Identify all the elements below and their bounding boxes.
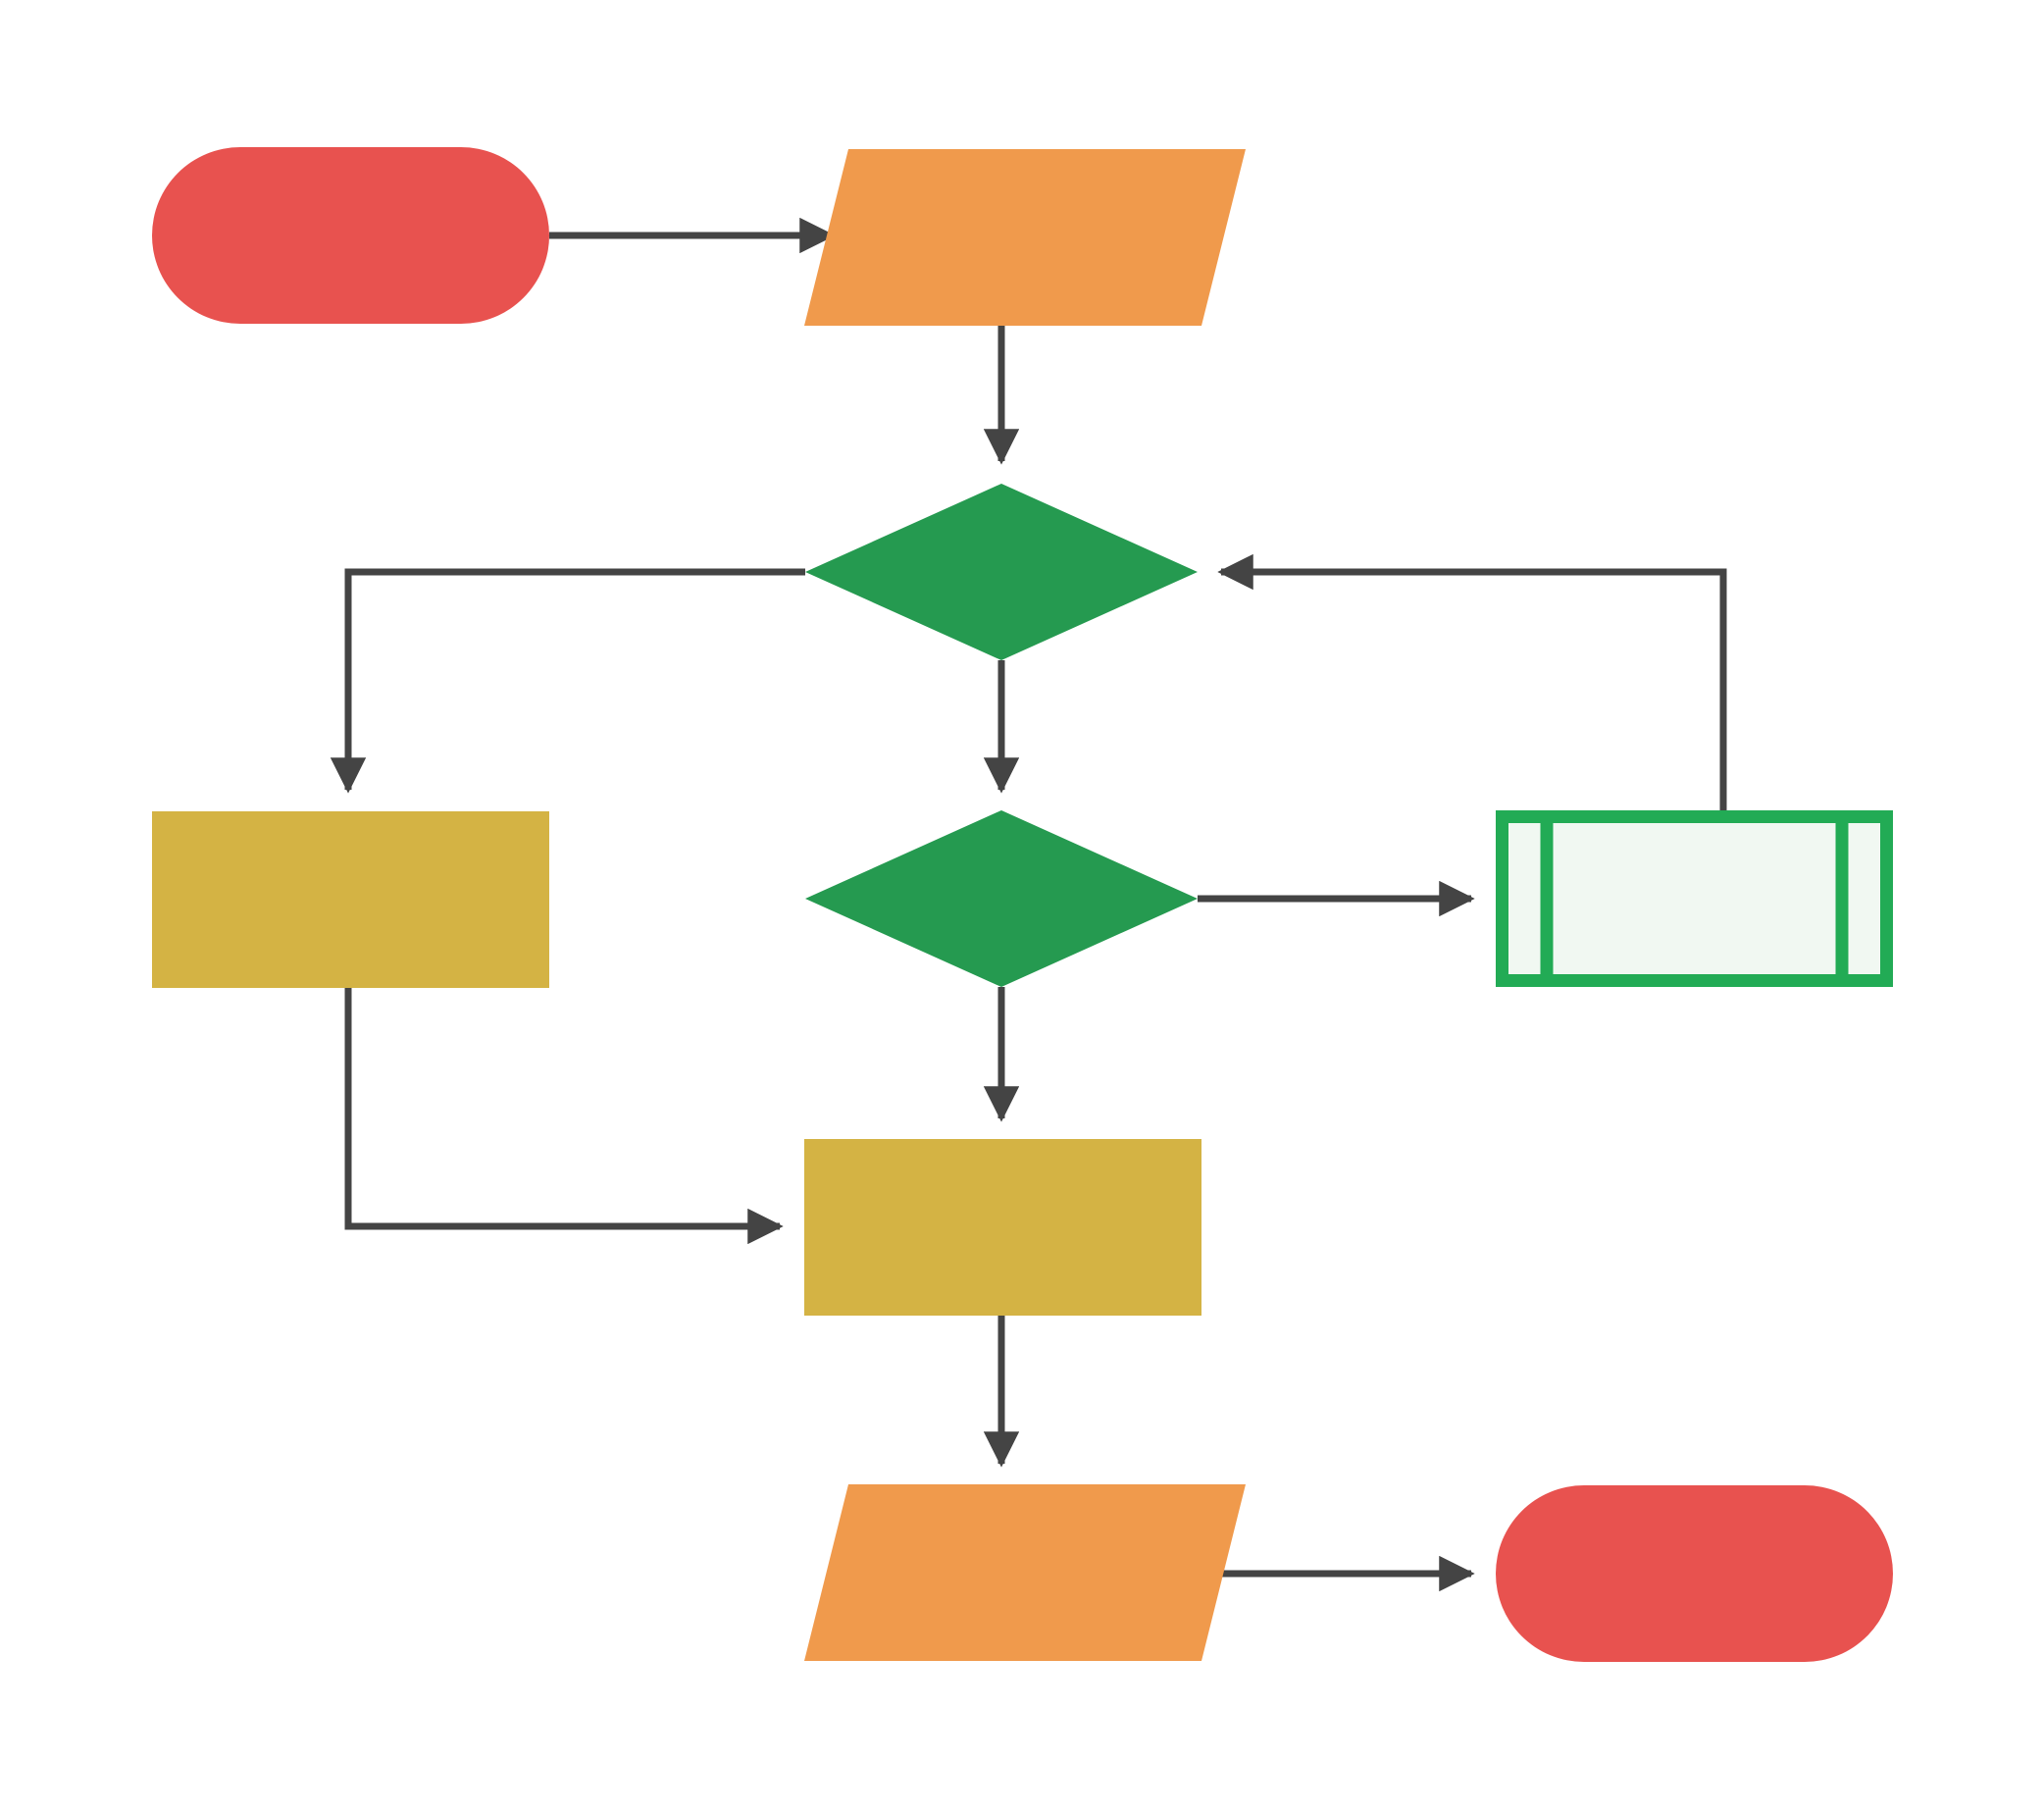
- nodes-layer: [152, 147, 1893, 1662]
- main-decision-diamond[interactable]: [805, 484, 1198, 660]
- input-parallelogram-shape[interactable]: [804, 149, 1246, 326]
- second-decision-diamond[interactable]: [805, 810, 1198, 987]
- left-process-box[interactable]: [152, 811, 549, 988]
- edge-predefined-loopback-to-decision-main: [1217, 553, 1727, 810]
- center-process-box[interactable]: [804, 1139, 1201, 1316]
- output-parallelogram[interactable]: [804, 1484, 1246, 1661]
- edge-process-left-to-process-center-path: [344, 988, 784, 1245]
- edge-predefined-loopback-to-decision-main-path: [1217, 553, 1727, 810]
- main-decision-diamond-shape[interactable]: [805, 484, 1198, 660]
- output-parallelogram-shape[interactable]: [804, 1484, 1246, 1661]
- left-process-box-shape[interactable]: [152, 811, 549, 988]
- predefined-process-box-shape[interactable]: [1496, 810, 1893, 987]
- edges-layer: [330, 217, 1727, 1592]
- start-terminator-shape[interactable]: [152, 147, 549, 324]
- edge-decision-main-to-process-left: [330, 568, 805, 794]
- end-terminator-shape[interactable]: [1496, 1485, 1893, 1662]
- second-decision-diamond-shape[interactable]: [805, 810, 1198, 987]
- predefined-process-box[interactable]: [1496, 810, 1893, 987]
- input-parallelogram[interactable]: [804, 149, 1246, 326]
- center-process-box-shape[interactable]: [804, 1139, 1201, 1316]
- edge-decision-main-to-process-left-path: [330, 568, 805, 794]
- start-terminator[interactable]: [152, 147, 549, 324]
- edge-process-left-to-process-center: [344, 988, 784, 1245]
- end-terminator[interactable]: [1496, 1485, 1893, 1662]
